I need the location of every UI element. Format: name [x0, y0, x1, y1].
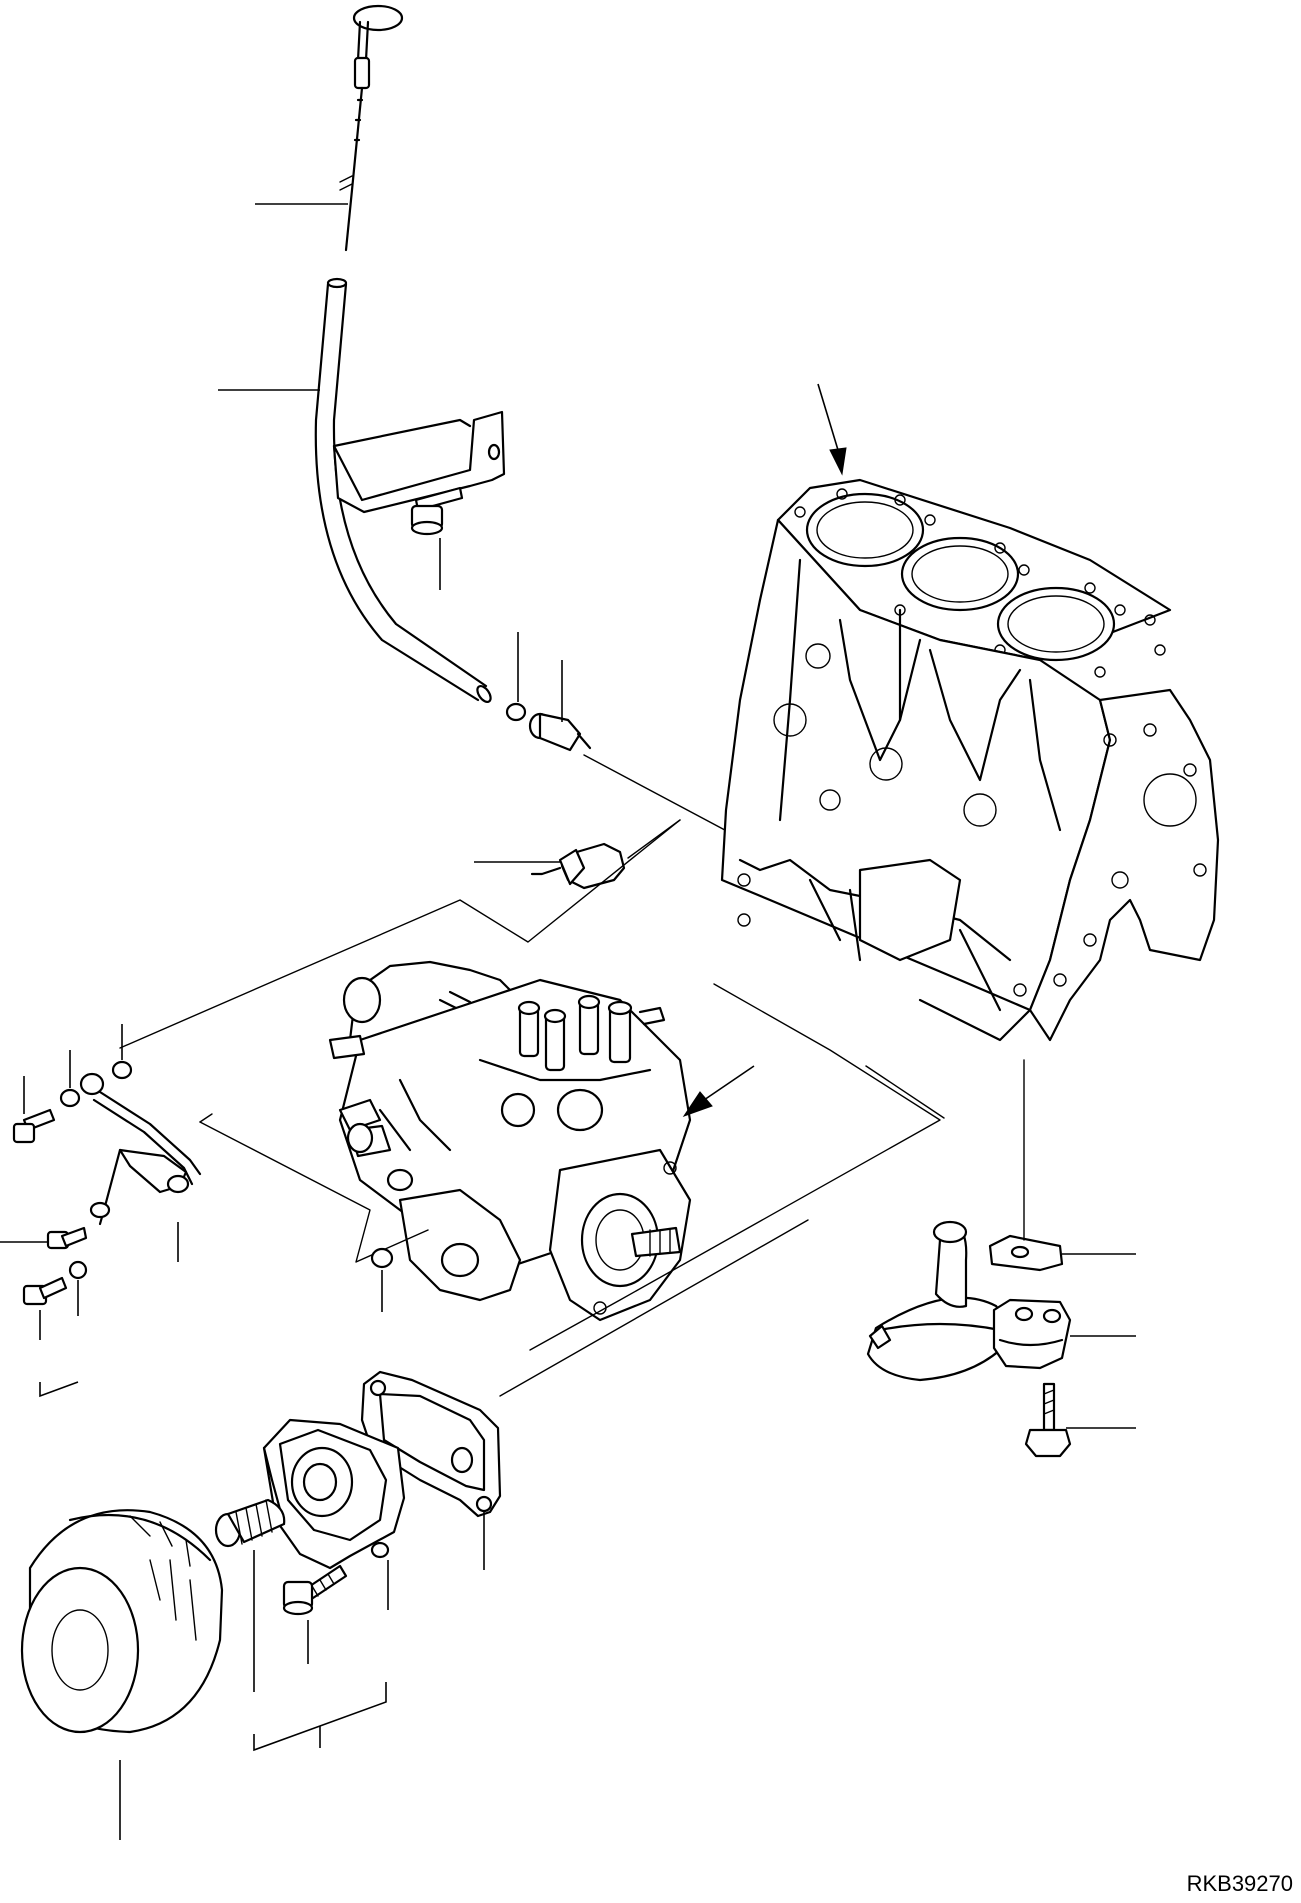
filter-head	[262, 1418, 406, 1570]
washer-lower	[68, 1260, 88, 1280]
washer-pump	[370, 1247, 394, 1269]
cylinder-block	[720, 478, 1220, 1042]
dipstick	[339, 4, 404, 252]
o-ring	[505, 702, 527, 722]
bolt-lower-left	[22, 1276, 68, 1306]
tube-bracket	[332, 410, 506, 514]
fuel-injection-pump	[328, 960, 692, 1322]
filter-nipple	[214, 1498, 286, 1548]
oil-pressure-switch	[530, 842, 626, 890]
arrow-injection-pump	[703, 1065, 755, 1101]
filter-head-gasket	[360, 1370, 502, 1518]
kit-bracket-small	[39, 1381, 79, 1398]
washer-upper	[111, 1060, 133, 1080]
oil-feed-pipe	[79, 1072, 202, 1226]
strainer-mounting-block	[992, 1298, 1072, 1370]
strainer-bolt	[1024, 1382, 1072, 1458]
oil-strainer	[866, 1220, 1008, 1382]
arrow-head-injection-pump	[682, 1091, 713, 1117]
eyebolt-left	[12, 1108, 56, 1144]
bracket-bolt	[410, 486, 464, 536]
arrow-cylinder-block	[817, 383, 839, 451]
tube-adapter	[528, 712, 592, 752]
drawing-id: RKB39270	[1186, 1871, 1293, 1896]
strainer-gasket	[988, 1234, 1064, 1272]
washer-left	[59, 1088, 81, 1108]
oil-filter-cartridge	[20, 1509, 224, 1734]
eyebolt-lower	[46, 1226, 88, 1250]
dipstick-guide-tube	[314, 277, 492, 704]
arrow-head-cylinder-block	[829, 447, 847, 476]
filter-head-bolt	[282, 1564, 348, 1616]
